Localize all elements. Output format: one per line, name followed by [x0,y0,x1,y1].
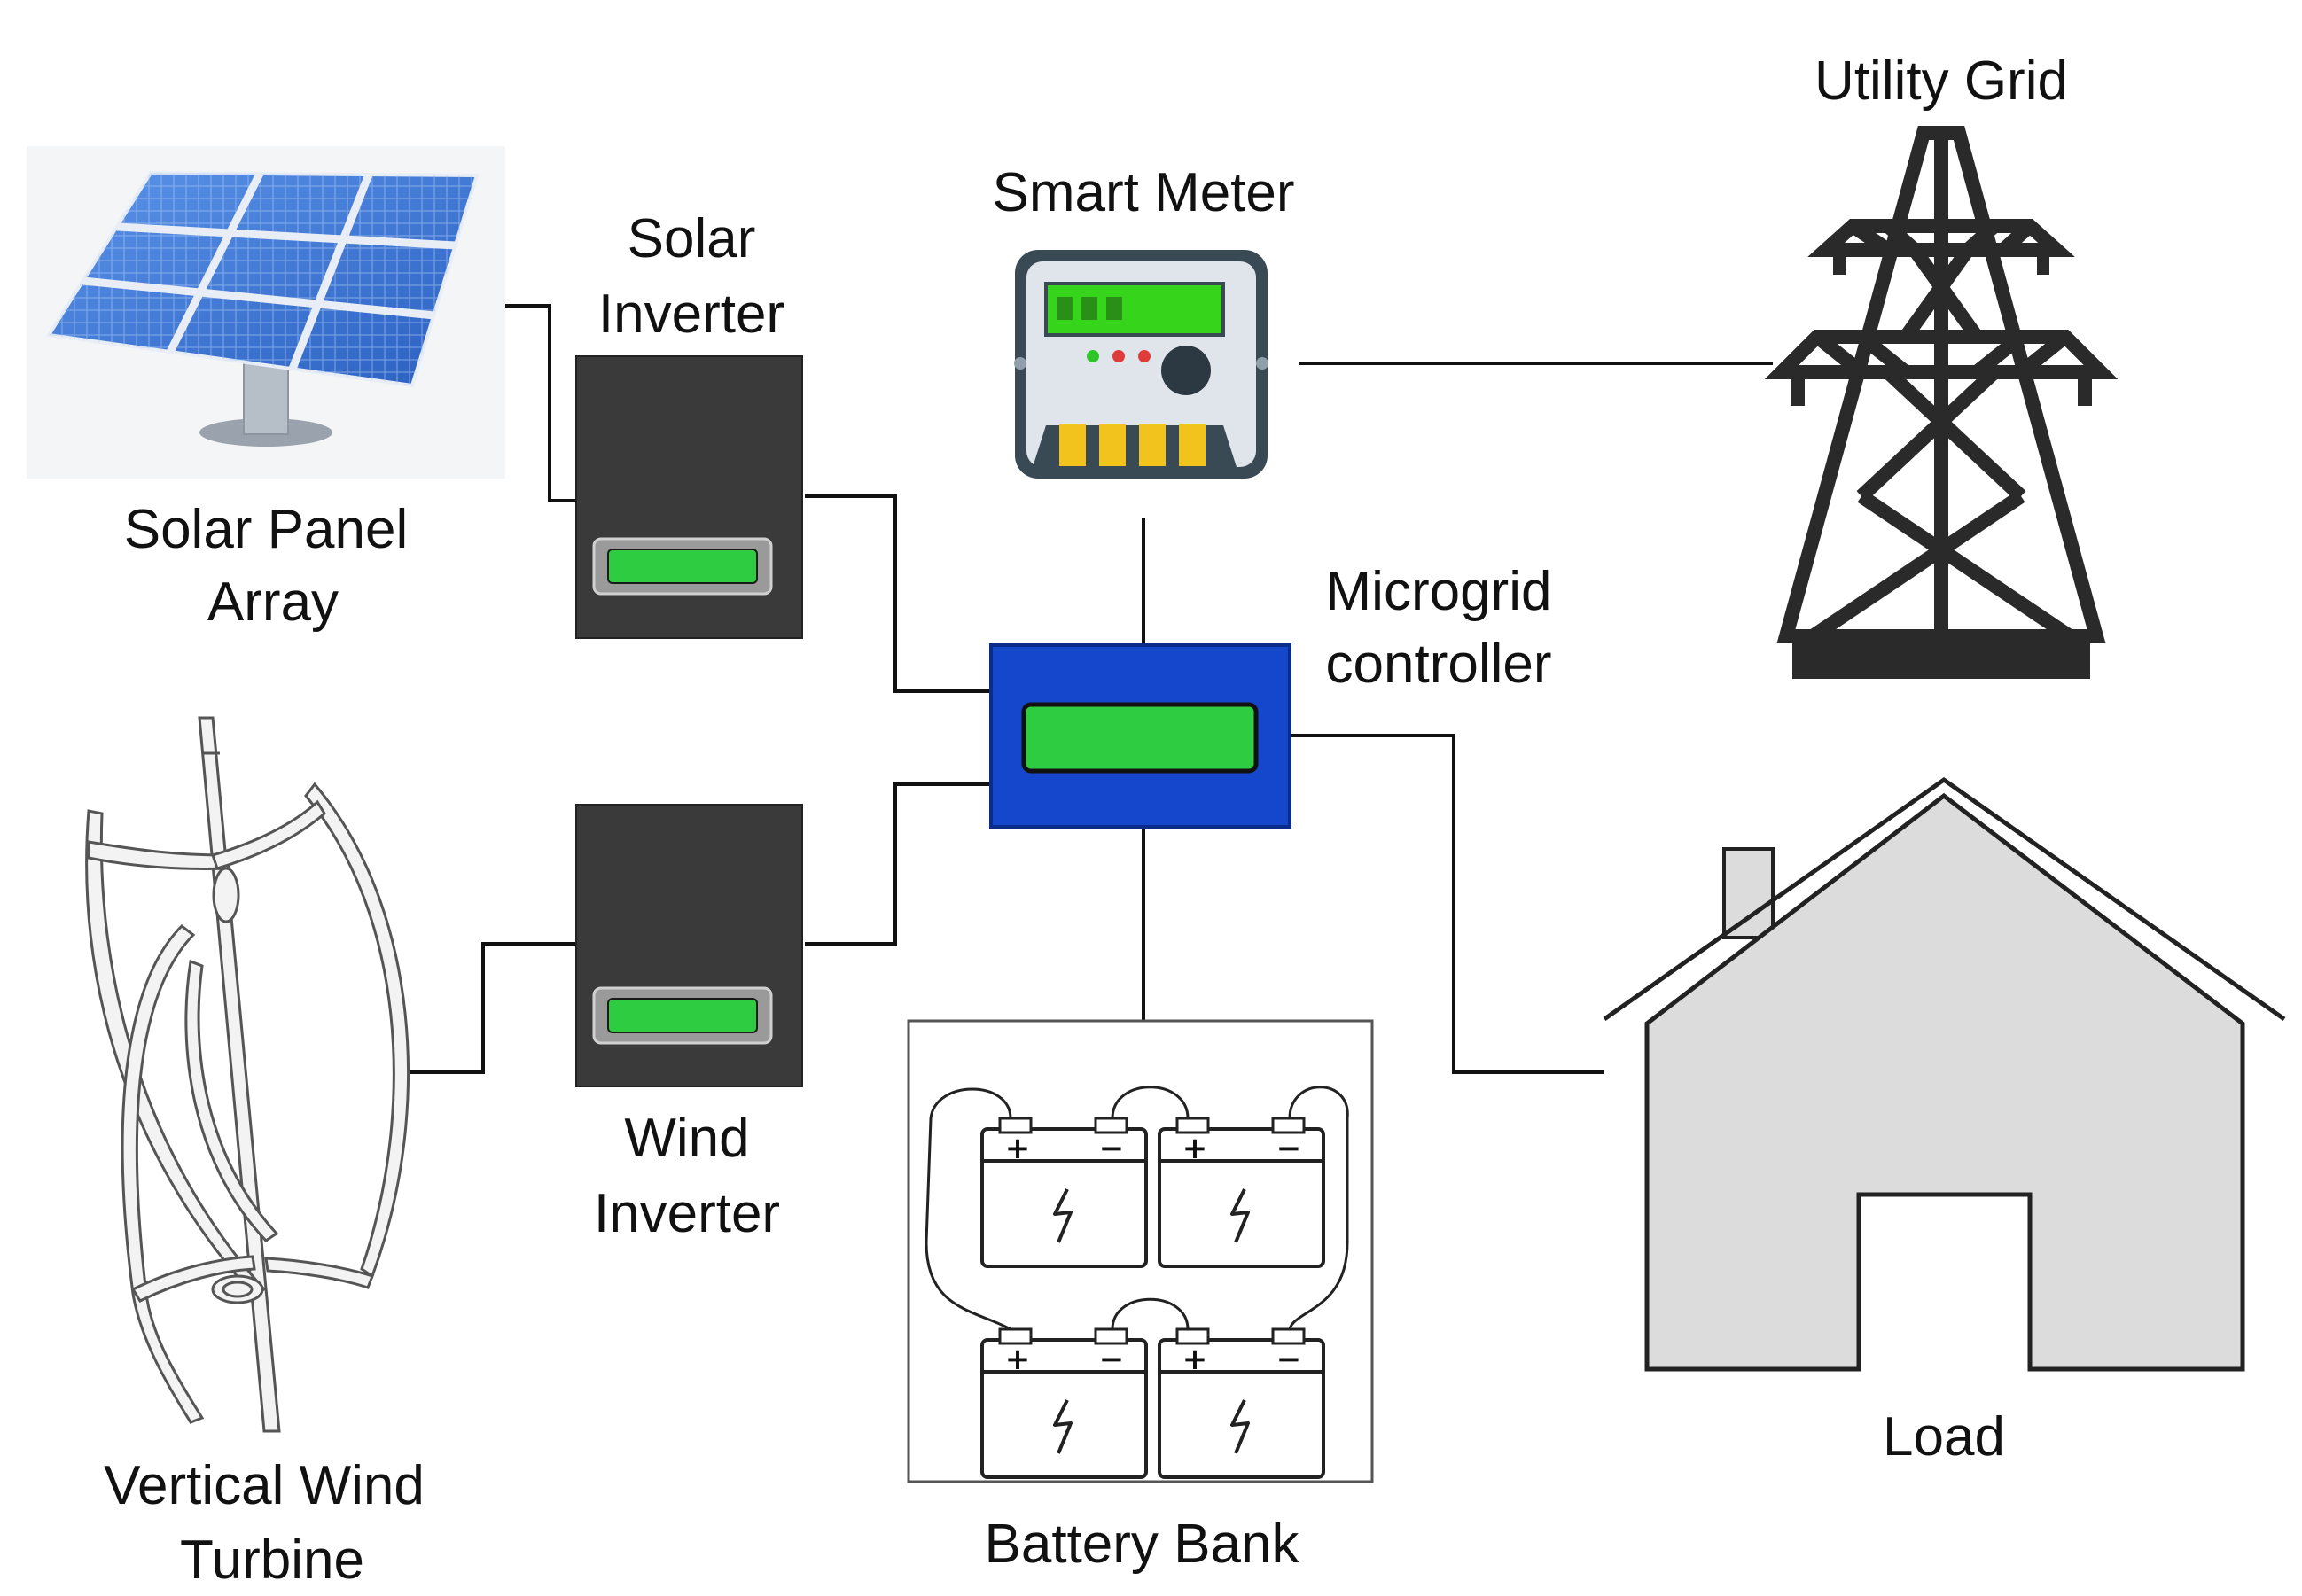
microgrid-controller-label: Microgrid [1326,561,1552,622]
battery-bank: + − + − + − + − [907,1019,1374,1483]
battery-icon [980,1327,1148,1479]
wind-turbine-label: Vertical Wind [104,1455,425,1516]
battery-icon [1158,1117,1325,1268]
wire-wind-turbine-to-inverter [403,942,576,1074]
battery-icon [1158,1327,1325,1479]
utility-grid-label: Utility Grid [1814,51,2068,112]
battery-plus-label: + [1182,1131,1208,1166]
solar-panel-label-2: Array [207,572,339,633]
wind-inverter-label-2: Inverter [594,1183,780,1244]
tower-details [1791,248,2092,679]
solar-panel-label: Solar Panel [124,499,409,560]
microgrid-controller-icon [989,643,1291,829]
solar-inverter-label: Solar [628,208,756,269]
battery-bank-label: Battery Bank [985,1514,1300,1575]
battery-minus-label: − [1276,1131,1302,1166]
wind-turbine-icon [85,716,410,1433]
wire-solar-inverter-to-controller [805,494,991,693]
smart-meter-icon [1014,250,1268,479]
smart-meter-label: Smart Meter [992,162,1294,223]
wind-turbine-label-2: Turbine [180,1530,364,1591]
solar-inverter-label-2: Inverter [598,284,784,345]
wind-inverter-label: Wind [624,1108,749,1169]
battery-icon [980,1117,1148,1268]
wire-solar-panel-to-inverter [505,304,576,502]
wire-controller-to-load [1290,734,1604,1074]
transmission-tower-icon [1764,126,2119,643]
battery-plus-label: + [1005,1342,1031,1377]
battery-minus-label: − [1099,1342,1125,1377]
battery-plus-label: + [1005,1131,1031,1166]
battery-plus-label: + [1182,1342,1208,1377]
battery-minus-label: − [1276,1342,1302,1377]
solar-inverter-icon [575,355,803,639]
connection-wires [403,304,1773,1074]
solar-panel-icon [27,146,505,479]
battery-minus-label: − [1099,1131,1125,1166]
load-label: Load [1883,1406,2005,1468]
house-icon [1603,776,2286,1372]
wind-inverter-icon [575,804,803,1087]
wire-wind-inverter-to-controller [805,782,991,946]
microgrid-controller-label-2: controller [1326,634,1552,695]
